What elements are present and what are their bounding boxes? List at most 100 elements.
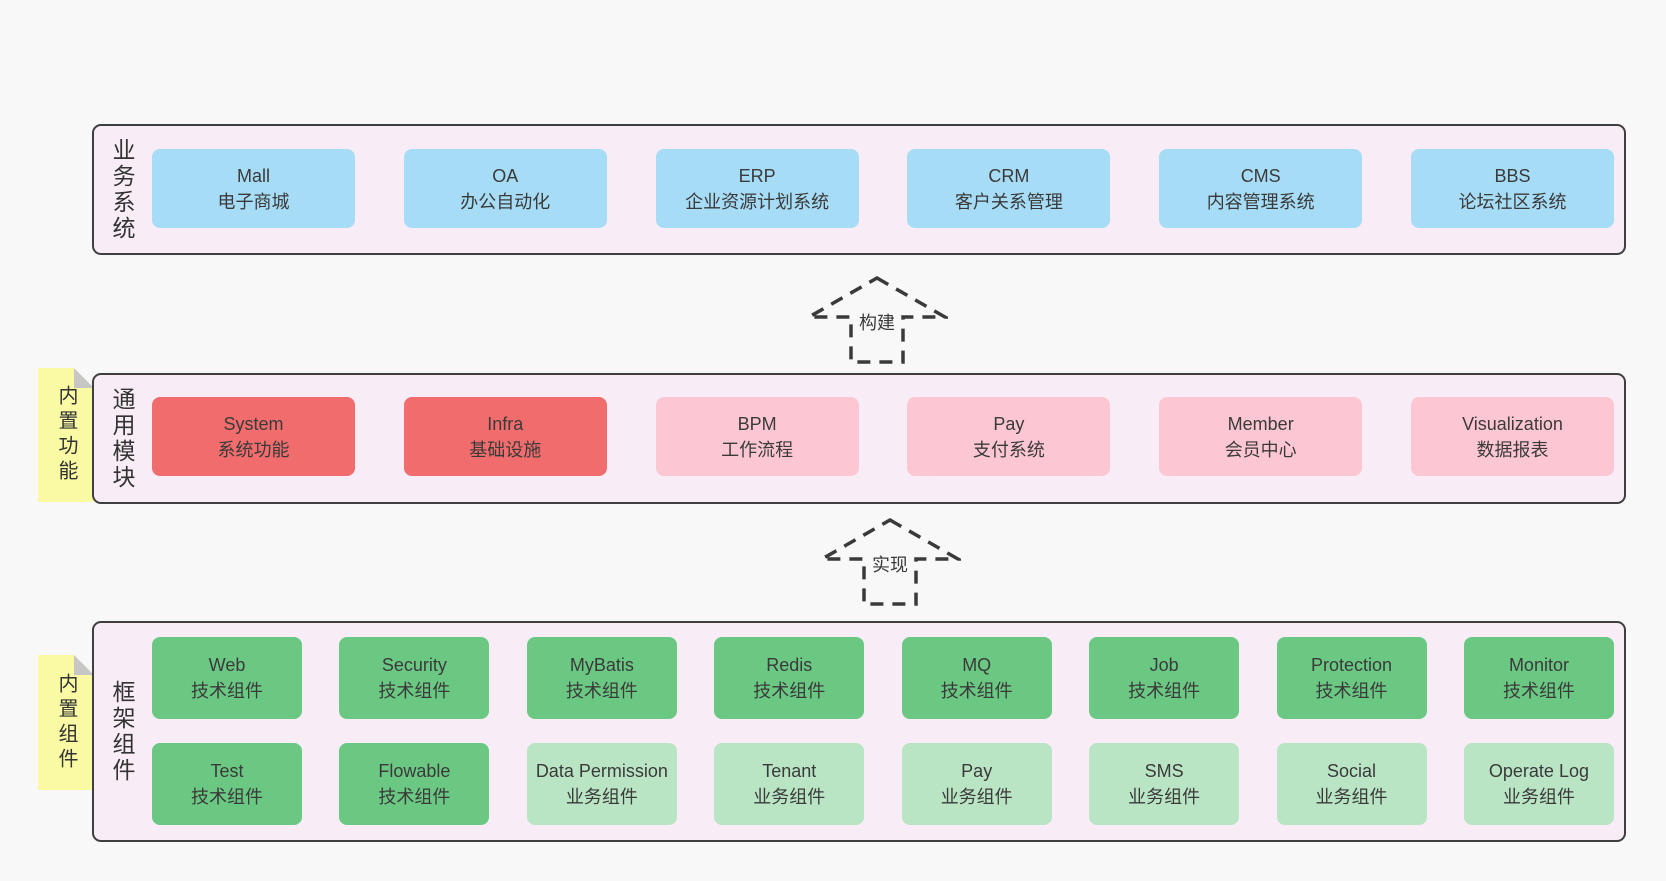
- sticky-tab-label: 内置功能: [55, 385, 77, 485]
- sticky-tab-built-in-features: 内置功能: [38, 368, 94, 502]
- layer-side-label: 框架组件: [109, 679, 135, 784]
- box-name: Member: [1227, 413, 1294, 434]
- box-desc: 业务组件: [1128, 787, 1201, 807]
- box-oa: OA 办公自动化: [403, 149, 607, 228]
- box-desc: 数据报表: [1476, 439, 1549, 460]
- box-desc: 业务组件: [565, 787, 638, 807]
- box-desc: 技术组件: [191, 787, 263, 807]
- box-name: Tenant: [762, 761, 817, 781]
- box-erp: ERP 企业资源计划系统: [655, 149, 859, 228]
- box-tenant: Tenant 业务组件: [714, 743, 865, 825]
- box-social: Social 业务组件: [1276, 743, 1427, 825]
- box-desc: 技术组件: [191, 681, 263, 701]
- box-desc: 技术组件: [940, 681, 1013, 701]
- layer-business-systems: 业务系统 Mall 电子商城 OA 办公自动化 ERP 企业资源计划系统 CRM…: [92, 124, 1626, 255]
- sticky-tab-built-in-components: 内置组件: [38, 655, 94, 790]
- box-desc: 技术组件: [565, 681, 638, 701]
- components-box-row-2: Test 技术组件 Flowable 技术组件 Data Permission …: [152, 743, 1614, 825]
- box-security: Security 技术组件: [339, 637, 490, 719]
- box-desc: 技术组件: [378, 787, 451, 807]
- arrow-label: 实现: [872, 555, 908, 575]
- box-name: Visualization: [1462, 413, 1563, 434]
- box-desc: 内容管理系统: [1206, 191, 1315, 212]
- box-bbs: BBS 论坛社区系统: [1410, 149, 1614, 228]
- box-name: ERP: [738, 165, 776, 186]
- up-arrow-build-icon: 构建: [806, 275, 948, 364]
- box-name: Operate Log: [1488, 761, 1589, 781]
- box-desc: 论坛社区系统: [1458, 191, 1567, 212]
- box-desc: 技术组件: [753, 681, 826, 701]
- box-cms: CMS 内容管理系统: [1159, 149, 1363, 228]
- box-desc: 办公自动化: [460, 191, 551, 212]
- box-mybatis: MyBatis 技术组件: [526, 637, 677, 719]
- box-desc: 技术组件: [1315, 681, 1388, 701]
- box-pay-component: Pay 业务组件: [901, 743, 1052, 825]
- box-desc: 业务组件: [1502, 787, 1575, 807]
- box-name: Security: [381, 655, 447, 675]
- box-name: Job: [1149, 655, 1179, 675]
- box-desc: 会员中心: [1224, 439, 1297, 460]
- box-desc: 系统功能: [217, 439, 290, 460]
- box-crm: CRM 客户关系管理: [907, 149, 1111, 228]
- box-name: SMS: [1144, 761, 1184, 781]
- box-desc: 技术组件: [1502, 681, 1575, 701]
- box-pay-module: Pay 支付系统: [907, 397, 1111, 476]
- box-name: Mall: [236, 165, 270, 186]
- box-name: CRM: [988, 165, 1030, 186]
- components-box-row-1: Web 技术组件 Security 技术组件 MyBatis 技术组件 Redi…: [152, 637, 1614, 719]
- box-desc: 基础设施: [469, 439, 542, 460]
- box-name: BPM: [737, 413, 777, 434]
- box-system: System 系统功能: [152, 397, 355, 476]
- box-name: Test: [210, 761, 244, 781]
- box-name: Flowable: [378, 761, 451, 781]
- box-desc: 技术组件: [378, 681, 451, 701]
- box-sms: SMS 业务组件: [1089, 743, 1240, 825]
- box-desc: 企业资源计划系统: [685, 191, 830, 212]
- box-desc: 业务组件: [940, 787, 1013, 807]
- box-redis: Redis 技术组件: [714, 637, 865, 719]
- box-name: OA: [492, 165, 519, 186]
- box-name: MyBatis: [569, 655, 634, 675]
- layer-side-label: 通用模块: [109, 386, 135, 491]
- up-arrow-implement-icon: 实现: [819, 517, 961, 606]
- box-web: Web 技术组件: [152, 637, 302, 719]
- box-desc: 客户关系管理: [954, 191, 1063, 212]
- box-test: Test 技术组件: [152, 743, 302, 825]
- box-name: Redis: [766, 655, 813, 675]
- box-bpm: BPM 工作流程: [655, 397, 859, 476]
- box-job: Job 技术组件: [1089, 637, 1240, 719]
- box-name: BBS: [1494, 165, 1531, 186]
- box-infra: Infra 基础设施: [403, 397, 607, 476]
- box-desc: 电子商城: [217, 191, 290, 212]
- box-name: Pay: [993, 413, 1025, 434]
- box-monitor: Monitor 技术组件: [1463, 637, 1614, 719]
- box-data-permission: Data Permission 业务组件: [526, 743, 677, 825]
- box-desc: 业务组件: [1315, 787, 1388, 807]
- box-flowable: Flowable 技术组件: [339, 743, 490, 825]
- box-desc: 业务组件: [753, 787, 826, 807]
- box-desc: 支付系统: [972, 439, 1045, 460]
- layer-side-label: 业务系统: [109, 137, 135, 242]
- sticky-tab-label: 内置组件: [55, 672, 77, 773]
- box-name: MQ: [962, 655, 992, 675]
- box-member: Member 会员中心: [1159, 397, 1363, 476]
- box-visualization: Visualization 数据报表: [1410, 397, 1614, 476]
- box-name: Protection: [1311, 655, 1393, 675]
- box-name: Pay: [961, 761, 993, 781]
- arrow-label: 构建: [859, 313, 895, 333]
- box-name: Data Permission: [535, 761, 668, 781]
- box-desc: 技术组件: [1128, 681, 1201, 701]
- box-protection: Protection 技术组件: [1276, 637, 1427, 719]
- box-operate-log: Operate Log 业务组件: [1463, 743, 1614, 825]
- box-name: Social: [1327, 761, 1377, 781]
- layer-common-modules: 通用模块 System 系统功能 Infra 基础设施 BPM 工作流程 Pay…: [92, 373, 1626, 504]
- box-name: Monitor: [1508, 655, 1569, 675]
- box-mall: Mall 电子商城: [152, 149, 355, 228]
- box-desc: 工作流程: [721, 439, 794, 460]
- modules-box-row: System 系统功能 Infra 基础设施 BPM 工作流程 Pay 支付系统…: [152, 397, 1614, 476]
- box-name: CMS: [1240, 165, 1281, 186]
- layer-framework-components: 框架组件 Web 技术组件 Security 技术组件 MyBatis 技术组件…: [92, 621, 1626, 842]
- box-name: Web: [208, 655, 246, 675]
- box-mq: MQ 技术组件: [901, 637, 1052, 719]
